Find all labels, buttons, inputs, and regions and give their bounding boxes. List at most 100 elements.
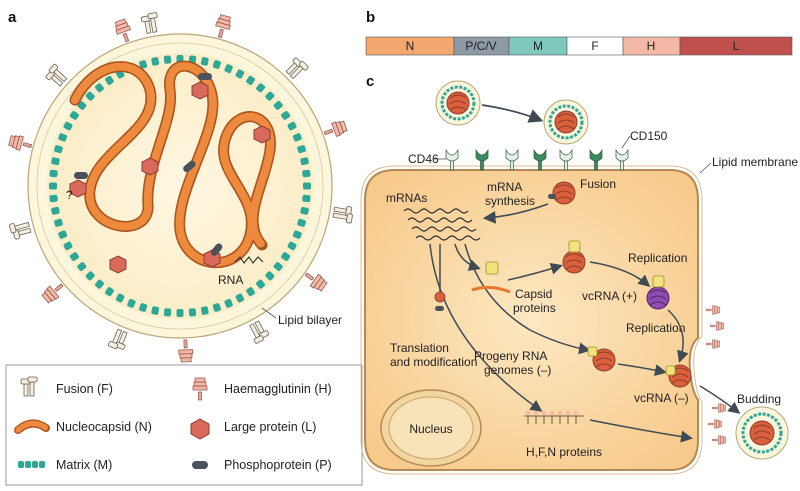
cd46-receptor xyxy=(559,148,573,171)
large-protein-icon xyxy=(190,418,210,440)
matrix-protein xyxy=(200,57,209,66)
genome-segment-l xyxy=(679,36,793,56)
hfn-proteins xyxy=(524,410,584,424)
phosphoprotein-icon xyxy=(192,461,208,469)
panel-label-c: c xyxy=(366,73,374,90)
fusing-nucleocapsid xyxy=(548,181,576,205)
replication-complex-1 xyxy=(562,240,586,274)
haemagglutinin-protein xyxy=(7,133,34,154)
genome-label-pcv: P/C/V xyxy=(465,39,496,53)
matrix-protein xyxy=(95,279,104,289)
genome-label-h: H xyxy=(647,39,656,53)
matrix-protein xyxy=(287,241,297,251)
matrix-protein xyxy=(302,194,311,203)
matrix-protein xyxy=(139,60,148,69)
phosphoprotein-marker xyxy=(183,160,196,173)
genome-label-f: F xyxy=(591,39,598,53)
cell-membrane-outline xyxy=(360,165,703,475)
membrane-glycoprotein xyxy=(712,403,726,413)
matrix-protein xyxy=(95,83,104,93)
matrix-protein xyxy=(265,91,275,101)
matrix-protein xyxy=(224,298,233,308)
cd150-receptor xyxy=(589,148,603,171)
nucleocapsid-icon xyxy=(14,419,50,434)
capsid-label-2: proteins xyxy=(513,301,556,315)
matrix-protein xyxy=(163,55,172,64)
large-protein-marker xyxy=(141,157,159,176)
fusion-protein xyxy=(140,12,161,35)
haemagglutinin-protein xyxy=(321,118,349,141)
cd46-receptor xyxy=(445,148,459,171)
ribosome-red xyxy=(434,291,446,303)
capsid-protein-square xyxy=(485,261,499,275)
budding-label: Budding xyxy=(737,392,781,406)
membrane-glycoprotein xyxy=(710,321,724,331)
mrna-strands xyxy=(403,208,481,241)
haemagglutinin-protein xyxy=(178,339,194,363)
matrix-protein xyxy=(69,252,79,261)
legend-large-protein: Large protein (L) xyxy=(224,420,316,434)
fusion-protein xyxy=(283,55,310,82)
matrix-protein xyxy=(246,75,255,85)
incoming-virion-2 xyxy=(543,99,589,145)
matrix-protein xyxy=(281,111,291,120)
matrix-protein xyxy=(256,279,265,289)
nucleocapsid-body xyxy=(71,62,275,267)
matrix-protein xyxy=(188,308,197,317)
legend-matrix: Matrix (M) xyxy=(56,458,112,472)
cell-receptors xyxy=(445,148,629,171)
matrix-protein xyxy=(302,169,311,178)
matrix-protein xyxy=(54,218,63,227)
matrix-protein xyxy=(300,157,309,166)
mrna-synthesis-label-1: mRNA xyxy=(487,180,522,194)
translation-label-2: and modification xyxy=(390,355,477,369)
matrix-protein xyxy=(151,57,160,66)
matrix-protein xyxy=(58,230,68,239)
lipid-bilayer-label: Lipid bilayer xyxy=(278,313,342,327)
transcription-arrow xyxy=(482,203,549,224)
replication-arrow-2 xyxy=(667,309,689,363)
large-protein-marker xyxy=(109,255,127,274)
genome-label-l: L xyxy=(733,39,740,53)
matrix-protein xyxy=(85,91,95,101)
legend-fusion: Fusion (F) xyxy=(56,382,113,396)
hfn-to-membrane-arrow xyxy=(589,419,693,443)
fusion-protein xyxy=(246,319,271,345)
nucleocapsid-fragment xyxy=(471,285,511,294)
assembly-arrow xyxy=(507,263,563,281)
haemagglutinin-protein xyxy=(301,268,329,294)
matrix-protein xyxy=(105,75,114,85)
legend-phosphoprotein: Phosphoprotein (P) xyxy=(224,458,332,472)
large-protein-marker xyxy=(253,125,271,144)
virion-envelope-inner xyxy=(36,42,324,330)
phosphoprotein-marker xyxy=(74,172,88,179)
matrix-protein xyxy=(51,157,60,166)
vcrna-plus-complex xyxy=(646,275,670,310)
membrane-glycoprotein xyxy=(706,339,720,349)
legend-box: Fusion (F) Haemagglutinin (H) Nucleocaps… xyxy=(5,364,363,486)
progeny-genome-complex xyxy=(587,346,616,372)
lipid-membrane-leader xyxy=(699,162,712,174)
fusion-protein xyxy=(332,203,355,224)
mrna-synthesis-label-2: synthesis xyxy=(485,194,535,208)
progeny-arrow xyxy=(464,243,591,355)
cd150-label: CD150 xyxy=(630,129,668,143)
panel-label-a: a xyxy=(8,9,17,26)
progeny-label-1: Progeny RNA xyxy=(474,349,547,363)
matrix-protein xyxy=(54,145,63,154)
genome-bar: N P/C/V M F H L xyxy=(365,36,793,56)
vcrna-minus-complex xyxy=(665,364,692,388)
matrix-protein xyxy=(287,121,297,131)
matrix-protein xyxy=(69,111,79,120)
matrix-protein xyxy=(212,60,221,69)
matrix-protein xyxy=(51,206,60,215)
matrix-protein xyxy=(77,262,87,271)
membrane-glycoproteins xyxy=(706,305,726,445)
matrix-protein xyxy=(256,83,265,93)
matrix-protein xyxy=(297,145,306,154)
matrix-protein xyxy=(77,101,87,110)
fusion-step-label: Fusion xyxy=(580,177,616,191)
matrix-protein xyxy=(281,252,291,261)
matrix-protein xyxy=(139,303,148,312)
